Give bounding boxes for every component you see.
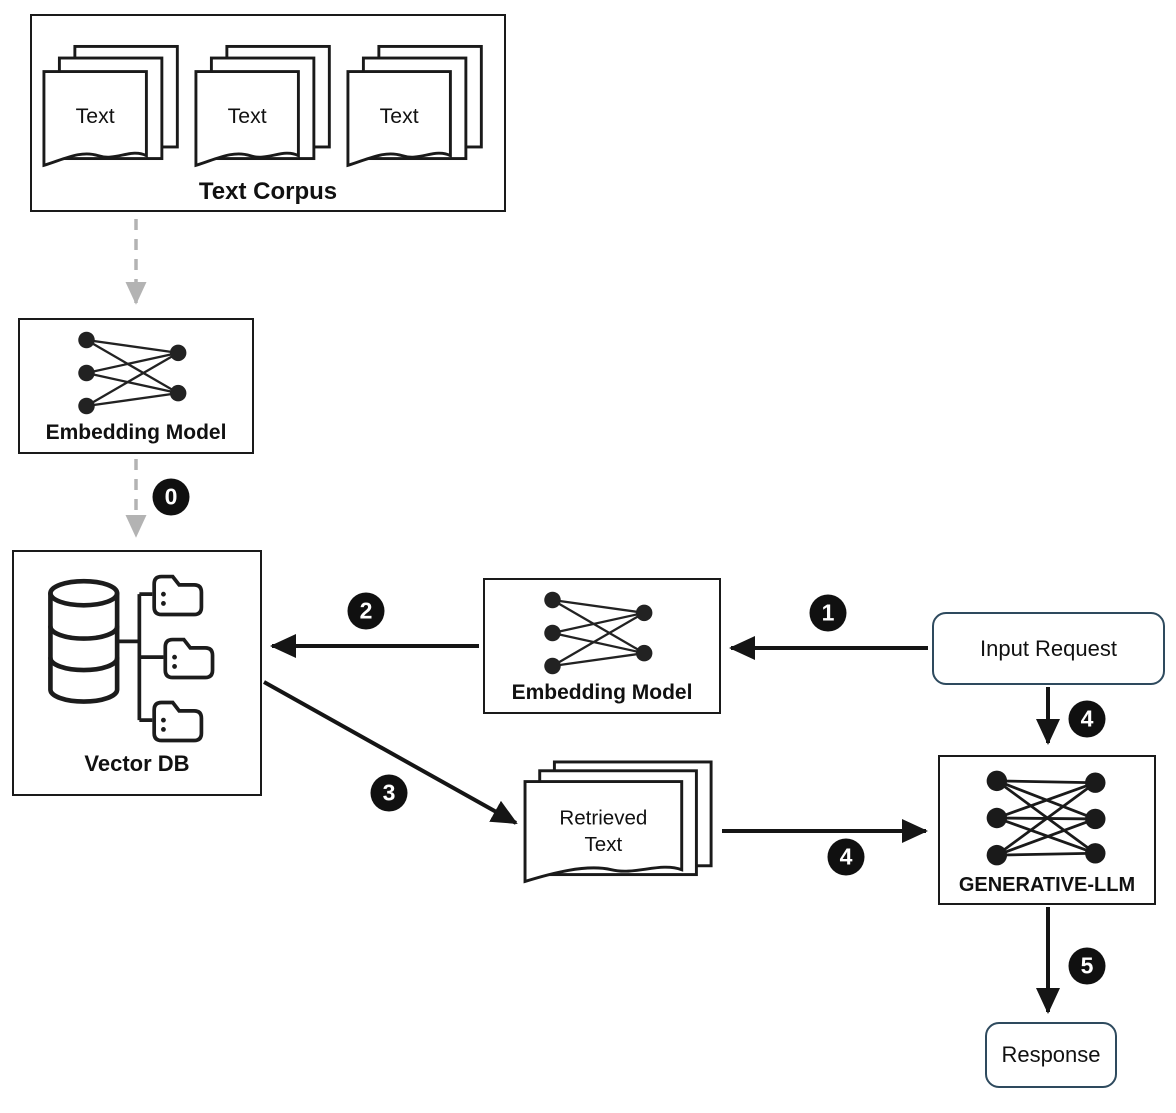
vector-db-box: Vector DB — [12, 550, 262, 796]
step-badge-1: 1 — [809, 594, 847, 632]
response-label: Response — [1001, 1042, 1101, 1067]
document-label: Text — [380, 104, 419, 128]
response-box: Response — [985, 1022, 1117, 1088]
input-request-label: Input Request — [980, 635, 1117, 661]
neural-network-icon — [986, 770, 1106, 865]
embedding-model-label: Embedding Model — [45, 421, 227, 444]
neural-network-icon — [78, 331, 187, 415]
neural-network-icon — [544, 591, 653, 675]
step-badge-5: 5 — [1068, 947, 1106, 985]
step-badge-4-prompt: 4 — [1068, 700, 1106, 738]
step-badge-3: 3 — [370, 774, 408, 812]
step-badge-0: 0 — [152, 478, 190, 516]
generative-llm-label: GENERATIVE-LLM — [958, 873, 1136, 896]
step-badge-4-context: 4 — [827, 838, 865, 876]
document-stack: Text — [346, 42, 491, 197]
database-icon — [47, 574, 214, 743]
embedding-model-offline-box: Embedding Model — [18, 318, 254, 454]
retrieved-text-line2: Text — [585, 833, 623, 856]
vector-db-label: Vector DB — [84, 751, 190, 776]
folder-icons — [151, 574, 214, 743]
document-label: Text — [76, 104, 115, 128]
document-icon: Text — [346, 44, 483, 168]
document-stack-icon: Retrieved Text — [523, 760, 713, 884]
input-request-box: Input Request — [932, 612, 1165, 685]
document-stack: Text — [194, 42, 339, 197]
document-icon: Text — [194, 44, 331, 168]
generative-llm-box: GENERATIVE-LLM — [938, 755, 1156, 905]
document-stack: Text — [42, 42, 187, 197]
document-label: Text — [228, 104, 267, 128]
text-corpus-label: Text Corpus — [198, 178, 338, 205]
document-icon: Text — [42, 44, 179, 168]
retrieved-text-doc: Retrieved Text — [523, 760, 719, 907]
embedding-model-label: Embedding Model — [511, 681, 693, 704]
step-badge-2: 2 — [347, 592, 385, 630]
embedding-model-query-box: Embedding Model — [483, 578, 721, 714]
retrieved-text-line1: Retrieved — [559, 807, 647, 830]
text-corpus-box: Text Text — [30, 14, 506, 212]
